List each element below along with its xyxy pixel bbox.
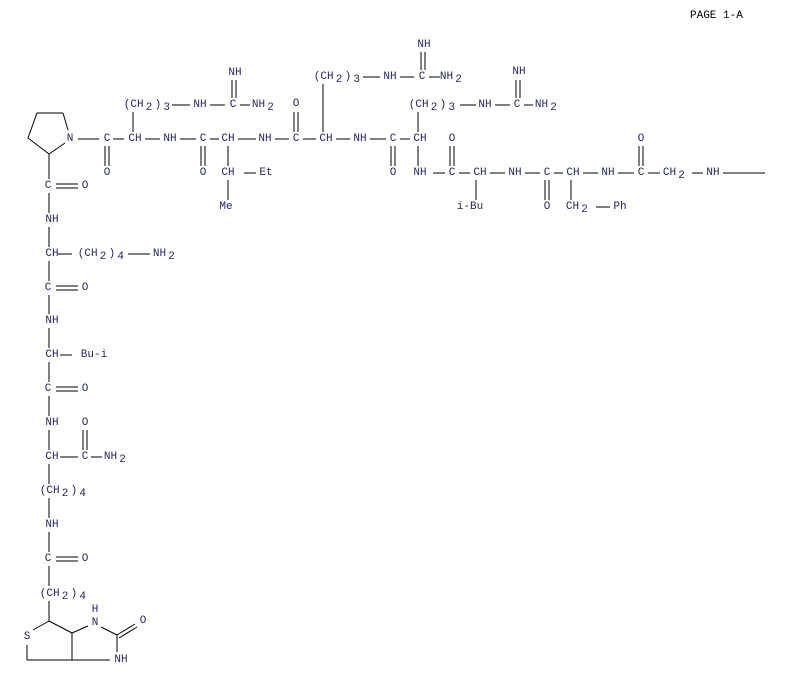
atom-label: Bu-i — [81, 349, 108, 361]
atom-label: C — [82, 451, 89, 463]
atom-label: CH — [45, 248, 58, 260]
atom-label: C — [390, 133, 397, 145]
atom-label: CH — [473, 167, 486, 179]
atom-label: C — [449, 167, 456, 179]
atom-label: CH — [413, 133, 426, 145]
bonds — [26, 52, 765, 661]
atom-label: C — [544, 167, 551, 179]
atom-label: NH 2 — [252, 99, 276, 114]
atom-label: O — [544, 201, 551, 213]
atom-label: NH — [601, 167, 614, 179]
atom-label: NH — [228, 67, 241, 79]
atom-label: C — [514, 99, 521, 111]
atom-label: O — [104, 167, 111, 179]
atom-label: NH 2 — [153, 248, 177, 263]
atom-label: O — [82, 383, 89, 395]
atom-label: C — [638, 167, 645, 179]
atom-label: (CH 2 ) 4 — [40, 485, 88, 500]
atom-label: O — [200, 167, 207, 179]
atom-label: Et — [259, 167, 272, 179]
atom-label: CH — [566, 167, 579, 179]
atom-label: O — [82, 180, 89, 192]
atom-label: (CH 2 ) 4 — [78, 248, 126, 263]
atom-label: CH 2 — [566, 201, 590, 216]
atom-label: NH — [508, 167, 521, 179]
atom-label: Ph — [613, 201, 626, 213]
atom-label: (CH 2 ) 3 — [409, 99, 457, 114]
atom-label: O — [293, 98, 300, 110]
atom-label: CH — [221, 133, 234, 145]
atom-label: O — [82, 417, 89, 429]
atom-label: NH — [413, 167, 426, 179]
atom-label: NH — [114, 654, 127, 666]
atom-label: O — [449, 133, 456, 145]
atom-label: S — [24, 631, 31, 643]
atom-label: NH — [163, 133, 176, 145]
atom-label: NH — [193, 99, 206, 111]
atom-label: C — [45, 553, 52, 565]
atom-label: CH — [128, 133, 141, 145]
atom-label: NH — [383, 71, 396, 83]
atom-label: O — [140, 615, 147, 627]
atom-label: C — [45, 282, 52, 294]
atom-label: CH — [45, 349, 58, 361]
atom-label: C — [104, 133, 111, 145]
atom-label: C — [230, 99, 237, 111]
atom-label: CH 2 — [663, 167, 687, 182]
atom-label: C — [200, 133, 207, 145]
atom-label: NH — [478, 99, 491, 111]
atom-label: NH 2 — [535, 99, 559, 114]
atom-label: i-Bu — [457, 201, 483, 213]
atom-label: O — [638, 133, 645, 145]
atom-label: CH — [319, 133, 332, 145]
atom-label: NH — [353, 133, 366, 145]
atom-label: C — [419, 71, 426, 83]
atom-label: H — [92, 604, 99, 616]
atom-label: N — [92, 617, 99, 629]
atom-label: CH — [221, 167, 234, 179]
atom-label: NH 2 — [440, 71, 464, 86]
atom-label: NH — [45, 417, 58, 429]
atom-label: C — [293, 133, 300, 145]
atom-labels: N C O CH (CH 2 ) 3 NH C NH 2 NH NH C O C… — [24, 39, 720, 666]
atom-label: NH — [512, 66, 525, 78]
atom-label: C — [45, 180, 52, 192]
atom-label: NH — [417, 39, 430, 51]
atom-label: O — [82, 282, 89, 294]
atom-label: NH — [45, 519, 58, 531]
atom-label: O — [390, 167, 397, 179]
atom-label: Me — [219, 201, 232, 213]
atom-label: (CH 2 ) 4 — [40, 588, 88, 603]
atom-label: N — [67, 133, 74, 145]
atom-label: O — [82, 553, 89, 565]
atom-label: NH — [45, 214, 58, 226]
atom-label: (CH 2 ) 3 — [314, 71, 362, 86]
atom-label: NH — [45, 315, 58, 327]
atom-label: NH — [258, 133, 271, 145]
atom-label: CH — [45, 451, 58, 463]
atom-label: C — [45, 383, 52, 395]
atom-label: (CH 2 ) 3 — [124, 99, 172, 114]
atom-label: NH 2 — [104, 451, 128, 466]
atom-label: NH — [706, 167, 719, 179]
page-label: PAGE 1-A — [690, 10, 743, 22]
